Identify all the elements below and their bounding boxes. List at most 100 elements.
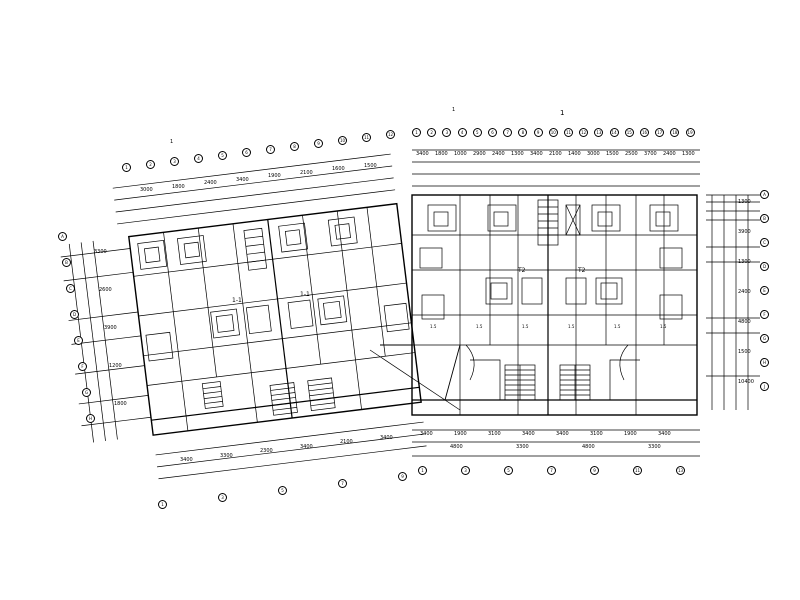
unit-label-4: 1-1: [300, 291, 310, 298]
axis-bubble-left-top: 10: [338, 136, 347, 145]
axis-bubble-left-top: 4: [194, 154, 203, 163]
axis-bubble-right-bottom: 13: [676, 466, 685, 475]
dimension-bottom-right: 3100: [590, 431, 603, 437]
axis-bubble-left-side: D: [70, 310, 79, 319]
axis-bubble-right-side: E: [760, 286, 769, 295]
axis-bubble-right-top: 14: [609, 128, 619, 137]
dimension-left-side: 1200: [109, 363, 122, 369]
dimension-right-side: 2400: [738, 289, 751, 295]
axis-bubble-right-top: 17: [655, 128, 665, 137]
axis-bubble-right-side: F: [760, 310, 769, 319]
dimension-bottom-left: 3400: [380, 434, 393, 441]
dimension-top-right: 3700: [644, 151, 657, 157]
axis-bubble-right-side: H: [760, 358, 769, 367]
dimension-bottom-right: 1900: [624, 431, 637, 437]
axis-bubble-right-top: 5: [472, 128, 482, 137]
axis-bubble-left-side: B: [62, 258, 71, 267]
axis-bubble-left-bottom: 3: [218, 493, 227, 502]
right-block-outline: [411, 194, 698, 416]
dimension-right-side: 4800: [738, 319, 751, 325]
right-bottom-dimension-lines: [412, 429, 700, 457]
dimension-right-side: 1300: [738, 199, 751, 205]
dimension-right-side: 1500: [738, 349, 751, 355]
dimension-top-right: 2400: [663, 151, 676, 157]
section-label-left: 1: [170, 139, 174, 145]
right-top-dimension-lines: [412, 149, 700, 187]
dimension-right-side: 3900: [738, 229, 751, 235]
dimension-bottom-right: 3400: [658, 431, 671, 437]
dimension-top-left: 1800: [172, 183, 185, 190]
dimension-top-left: 3000: [140, 187, 153, 193]
axis-bubble-right-top: 15: [624, 128, 634, 137]
axis-bubble-left-side: H: [86, 414, 95, 423]
axis-bubble-right-bottom: 11: [633, 466, 642, 475]
axis-bubble-left-top: 8: [290, 142, 299, 151]
axis-bubble-right-top: 7: [503, 128, 513, 137]
axis-bubble-right-bottom: 9: [590, 466, 599, 475]
room-tag: 1.5: [614, 324, 621, 329]
dimension-left-side: 1800: [114, 401, 127, 407]
unit-label-3: 1-1: [232, 297, 242, 304]
axis-bubble-right-side: J: [760, 382, 769, 391]
dimension-top-right: 1400: [568, 151, 581, 157]
dimension-bottom-right: 1900: [454, 431, 467, 437]
axis-bubble-right-top: 10: [548, 128, 558, 137]
section-label-right: 1: [452, 107, 456, 113]
axis-bubble-left-side: G: [82, 388, 91, 397]
section-callout-1: 1: [560, 109, 565, 117]
dimension-bottom-right: 3400: [522, 431, 535, 437]
dimension-top-left: 1500: [364, 162, 377, 169]
dimension-total-right: 3300: [516, 444, 529, 450]
dimension-top-right: 2100: [549, 151, 562, 157]
dimension-top-left: 3400: [236, 176, 249, 183]
axis-bubble-right-top: 1: [412, 128, 421, 137]
axis-bubble-right-bottom: 5: [504, 466, 513, 475]
axis-bubble-right-bottom: 3: [461, 466, 470, 475]
axis-bubble-right-top: 11: [564, 128, 573, 137]
axis-bubble-left-top: 7: [266, 145, 275, 154]
dimension-left-side: 3900: [104, 325, 117, 331]
left-block: [60, 153, 427, 480]
room-tag: 1.5: [430, 324, 437, 329]
axis-bubble-right-top: 8: [518, 128, 528, 137]
dimension-bottom-right: 3100: [488, 431, 501, 437]
axis-bubble-right-top: 3: [442, 128, 452, 137]
axis-bubble-left-side: E: [74, 336, 83, 345]
dimension-bottom-left: 2100: [340, 439, 353, 445]
axis-bubble-left-top: 6: [242, 148, 251, 157]
axis-bubble-right-side: A: [760, 190, 769, 199]
dimension-total-right: 4800: [450, 444, 463, 450]
axis-bubble-right-side: D: [760, 262, 769, 271]
dimension-left-side: 3300: [94, 249, 107, 255]
axis-bubble-right-side: G: [760, 334, 769, 343]
dimension-top-right: 3000: [587, 151, 600, 157]
axis-bubble-left-side: C: [66, 284, 75, 293]
right-side-dimension-lines: [706, 194, 760, 410]
axis-bubble-right-top: 4: [457, 128, 467, 137]
unit-label-1: T2: [518, 267, 526, 274]
dimension-top-right: 1300: [511, 151, 524, 157]
dimension-top-right: 3400: [530, 151, 543, 157]
dimension-bottom-left: 3400: [180, 457, 193, 463]
axis-bubble-right-top: 12: [579, 128, 589, 137]
room-tag: 1.5: [568, 324, 575, 329]
dimension-bottom-left: 2300: [260, 448, 273, 454]
dimension-top-right: 2900: [473, 151, 486, 157]
dimension-bottom-left: 3300: [220, 452, 233, 459]
axis-bubble-left-bottom: 5: [278, 486, 287, 495]
axis-bubble-right-bottom: 7: [547, 466, 556, 475]
axis-bubble-left-top: 1: [122, 163, 131, 172]
axis-bubble-right-top: 13: [594, 128, 604, 137]
dimension-top-right: 2400: [492, 151, 505, 157]
dimension-bottom-left: 3400: [300, 443, 313, 450]
dimension-top-right: 2500: [625, 151, 638, 157]
right-stair-2: [559, 364, 591, 401]
dimension-left-side: 2600: [99, 287, 112, 293]
dimension-right-side: 10400: [738, 379, 754, 385]
dimension-top-left: 2100: [300, 169, 313, 176]
dimension-top-left: 2400: [204, 180, 217, 186]
axis-bubble-left-bottom: 7: [338, 479, 347, 488]
dimension-top-left: 1600: [332, 166, 345, 172]
room-tag: 1.5: [476, 324, 483, 329]
